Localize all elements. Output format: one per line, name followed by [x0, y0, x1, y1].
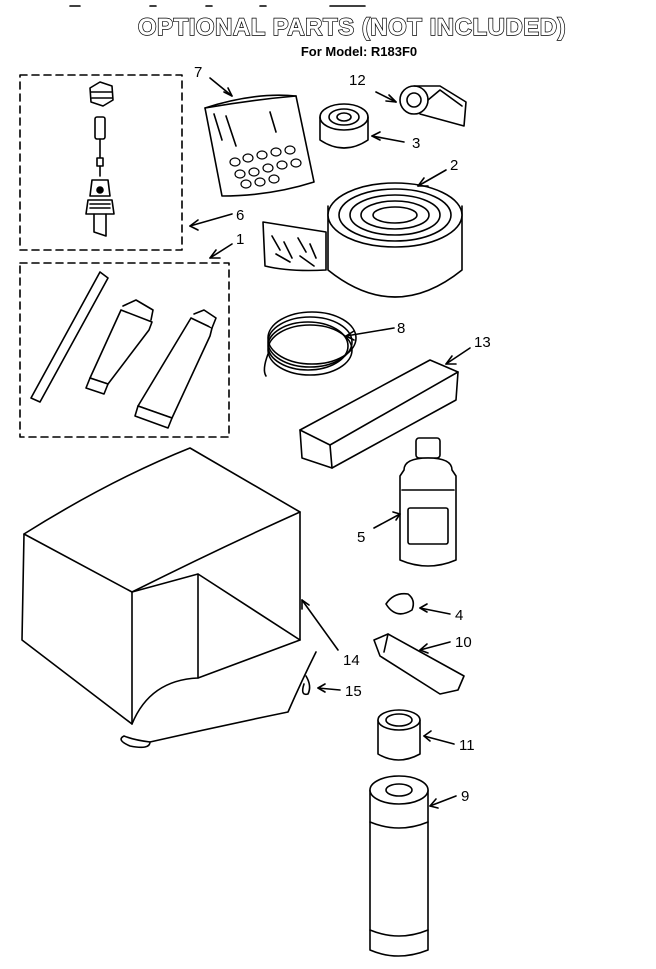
- callout-7: 7: [194, 64, 202, 81]
- leader-lines: [189, 77, 471, 809]
- callout-11: 11: [459, 737, 475, 754]
- callout-15: 15: [345, 683, 362, 700]
- model-label: For Model: R183F0: [300, 44, 418, 59]
- part-14-cover: [21, 447, 301, 725]
- part-7-bag: [204, 94, 315, 197]
- part-1-rod-and-tubes: [30, 271, 217, 429]
- callout-14: 14: [343, 652, 360, 669]
- part-2-insulation-roll: [262, 182, 463, 298]
- callout-12: 12: [349, 72, 366, 89]
- callout-10: 10: [455, 634, 472, 651]
- part-13-foam-block: [299, 359, 459, 469]
- part-1-box: [19, 262, 230, 438]
- callout-8: 8: [397, 320, 405, 337]
- callout-3: 3: [412, 135, 420, 152]
- callout-5: 5: [357, 529, 365, 546]
- callout-9: 9: [461, 788, 469, 805]
- part-12-tape-roll: [399, 85, 467, 127]
- page-title: OPTIONAL PARTS (NOT INCLUDED): [0, 13, 656, 42]
- page-title-text: OPTIONAL PARTS (NOT INCLUDED): [137, 13, 567, 41]
- part-4-bulb: [385, 592, 415, 615]
- part-6-valve-fitting: [85, 81, 115, 237]
- page-subtitle: For Model: R183F0: [0, 44, 656, 59]
- part-5-bottle: [399, 437, 457, 567]
- callout-2: 2: [450, 157, 458, 174]
- part-9-canister: [369, 775, 429, 957]
- part-11-tape-roll: [377, 709, 421, 761]
- part-10-tube: [373, 633, 465, 695]
- callout-1: 1: [236, 231, 244, 248]
- part-8-coiled-tubing: [263, 311, 357, 377]
- callout-6: 6: [236, 207, 244, 224]
- callout-4: 4: [455, 607, 463, 624]
- callout-13: 13: [474, 334, 491, 351]
- part-15-cord: [120, 651, 317, 749]
- part-3-tape-roll: [319, 103, 369, 149]
